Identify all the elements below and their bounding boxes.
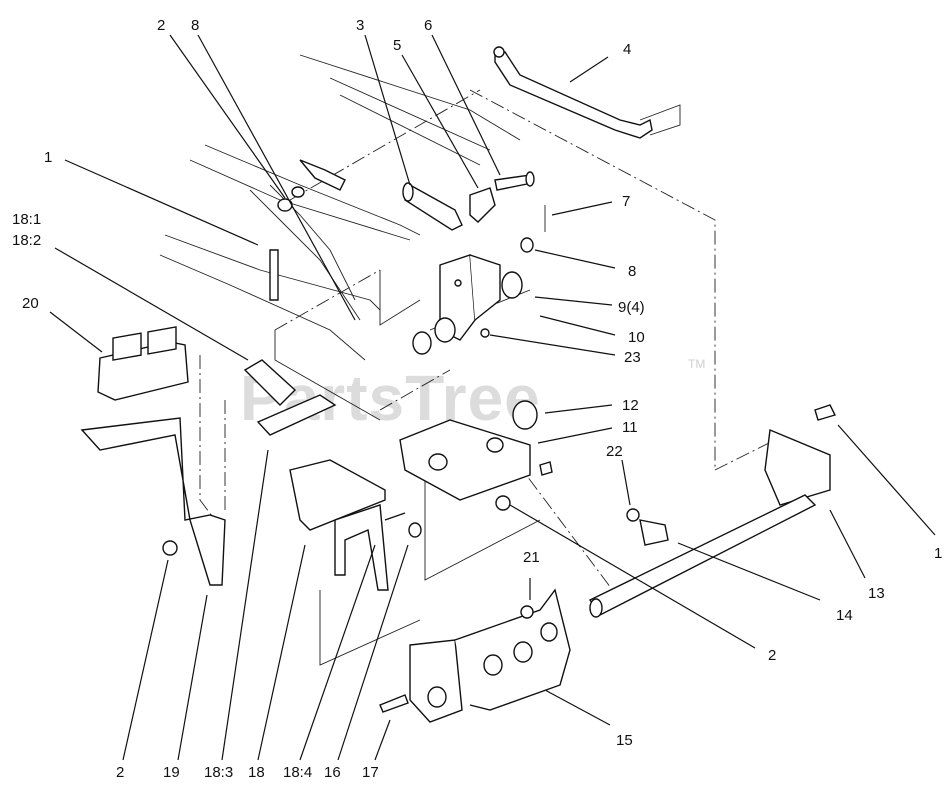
callout-18: 18	[248, 764, 265, 781]
callout-19: 19	[163, 764, 180, 781]
part-3-pin	[402, 182, 463, 231]
callout-9: 9(4)	[618, 299, 645, 316]
callout-12: 12	[622, 397, 639, 414]
callout-18-1: 18:1	[12, 211, 41, 228]
callout-10: 10	[628, 329, 645, 346]
callout-labels: 2 8 3 5 6 4 1 18:1 18:2 20 7 8 9(4) 10 2…	[12, 17, 942, 781]
callout-14: 14	[836, 607, 853, 624]
callout-18-4: 18:4	[283, 764, 312, 781]
leader-lines	[49, 34, 936, 761]
frame-lines	[159, 54, 776, 666]
callout-15: 15	[616, 732, 633, 749]
callout-18-2: 18:2	[12, 232, 41, 249]
callout-1-left: 1	[44, 149, 52, 166]
part-4-rod	[493, 46, 653, 139]
part-11-bracket	[399, 400, 553, 511]
callout-21: 21	[523, 549, 540, 566]
part-13-shaft	[588, 404, 837, 618]
callout-2-top: 2	[157, 17, 165, 34]
callout-13: 13	[868, 585, 885, 602]
callout-22: 22	[606, 443, 623, 460]
callout-2-mid: 2	[768, 647, 776, 664]
callout-16: 16	[324, 764, 341, 781]
part-19-pedal-arm	[80, 417, 226, 586]
callout-1-right: 1	[934, 545, 942, 562]
callout-4: 4	[623, 41, 631, 58]
callout-8-top: 8	[191, 17, 199, 34]
callout-5: 5	[393, 37, 401, 54]
callout-6: 6	[424, 17, 432, 34]
part-14-fitting	[626, 508, 669, 546]
callout-7: 7	[622, 193, 630, 210]
part-6-bolt	[494, 171, 535, 191]
part-5-clip	[469, 187, 496, 223]
watermark-trademark: TM	[688, 357, 705, 371]
callout-17: 17	[362, 764, 379, 781]
callout-2-bottom: 2	[116, 764, 124, 781]
callout-18-3: 18:3	[204, 764, 233, 781]
upper-hardware	[269, 159, 346, 301]
callout-20: 20	[22, 295, 39, 312]
callout-11: 11	[622, 419, 638, 436]
callout-3: 3	[356, 17, 364, 34]
upper-bracket	[412, 205, 546, 355]
callout-8-right: 8	[628, 263, 636, 280]
part-18-pedal-assembly	[243, 359, 422, 591]
part-20-pedal-pad	[97, 326, 189, 401]
callout-23: 23	[624, 349, 641, 366]
part-15-lower-bracket	[379, 588, 571, 723]
